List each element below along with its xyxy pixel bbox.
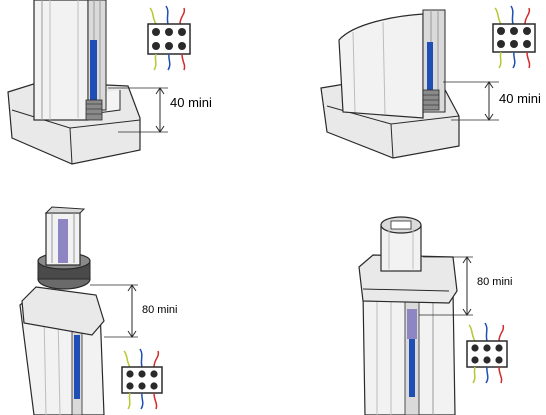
connector-block-icon [147, 5, 191, 71]
connector-block-icon [121, 348, 163, 410]
figure-bottom-right: 80 mini [273, 205, 546, 415]
dimension-label: 40 mini [170, 95, 212, 110]
connector-block-icon [466, 322, 508, 384]
column-top-drawing-bottom-right [358, 216, 508, 415]
dimension-label: 80 mini [142, 304, 178, 316]
column-base-drawing-top-right [320, 5, 536, 159]
figure-bottom-left: 80 mini [0, 205, 273, 415]
dimension-label: 80 mini [477, 276, 513, 288]
dimension-label: 40 mini [499, 91, 541, 106]
column-base-drawing-top-left [7, 0, 191, 165]
column-top-drawing-bottom-left [19, 206, 163, 415]
connector-block-icon [492, 5, 536, 69]
figure-top-left: 40 mini [0, 0, 273, 200]
figure-top-right: 40 mini [273, 0, 546, 200]
